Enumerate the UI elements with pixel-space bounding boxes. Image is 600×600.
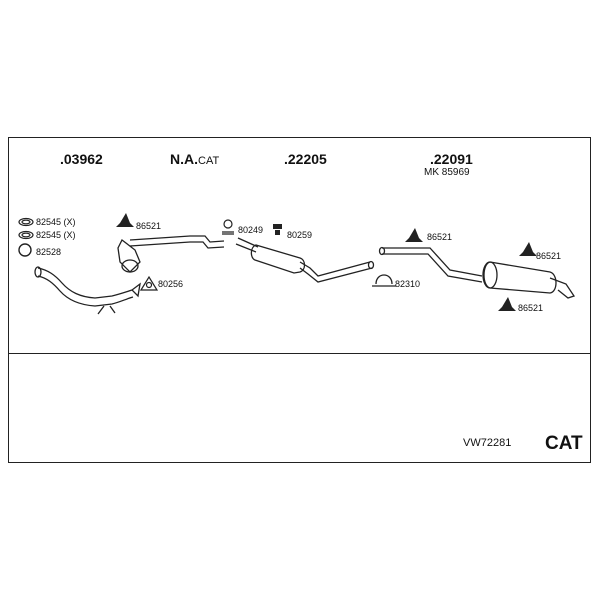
part-number-front-pipe: .03962: [60, 151, 103, 167]
part-number-catalyst-suffix: CAT: [198, 155, 220, 167]
label-clamp-80249: 80249: [238, 225, 264, 235]
middle-silencer-icon: [235, 237, 375, 283]
sealing-ring-icon: [18, 243, 32, 257]
front-pipe-icon: [34, 266, 141, 315]
part-number-catalyst: N.A.CAT: [170, 152, 219, 167]
label-hanger-c: 86521: [536, 251, 562, 261]
frame-divider: [8, 353, 591, 354]
label-ring-82528: 82528: [36, 247, 62, 257]
sealing-ring-icon: [139, 275, 159, 291]
label-clamp-82310: 82310: [395, 279, 421, 289]
clamp-icon: [273, 224, 282, 235]
clamp-icon: [372, 274, 396, 287]
gasket-icon: [18, 230, 34, 240]
part-number-catalyst-prefix: N.A.: [170, 151, 198, 167]
hanger-icon: [405, 228, 423, 242]
gasket-icon: [18, 217, 34, 227]
label-clamp-80259: 80259: [287, 230, 313, 240]
clamp-icon: [222, 219, 234, 235]
label-hanger-b: 86521: [427, 232, 453, 242]
rear-silencer-mk-code: MK 85969: [424, 167, 470, 178]
label-hanger-d: 86521: [518, 303, 544, 313]
part-number-rear-silencer: .22091: [430, 151, 473, 167]
diagram-frame: [8, 137, 591, 463]
label-gasket-2: 82545 (X): [36, 230, 76, 240]
hanger-icon: [498, 297, 516, 311]
label-ring-80256: 80256: [158, 279, 184, 289]
rear-silencer-icon: [378, 246, 576, 299]
kit-code: VW72281: [463, 437, 512, 449]
hanger-icon: [116, 213, 134, 227]
label-hanger-a: 86521: [136, 221, 162, 231]
label-gasket-1: 82545 (X): [36, 217, 76, 227]
catalytic-converter-icon: [117, 235, 225, 273]
part-number-middle-silencer: .22205: [284, 151, 327, 167]
cat-label: CAT: [545, 433, 583, 454]
hanger-icon: [519, 242, 537, 256]
